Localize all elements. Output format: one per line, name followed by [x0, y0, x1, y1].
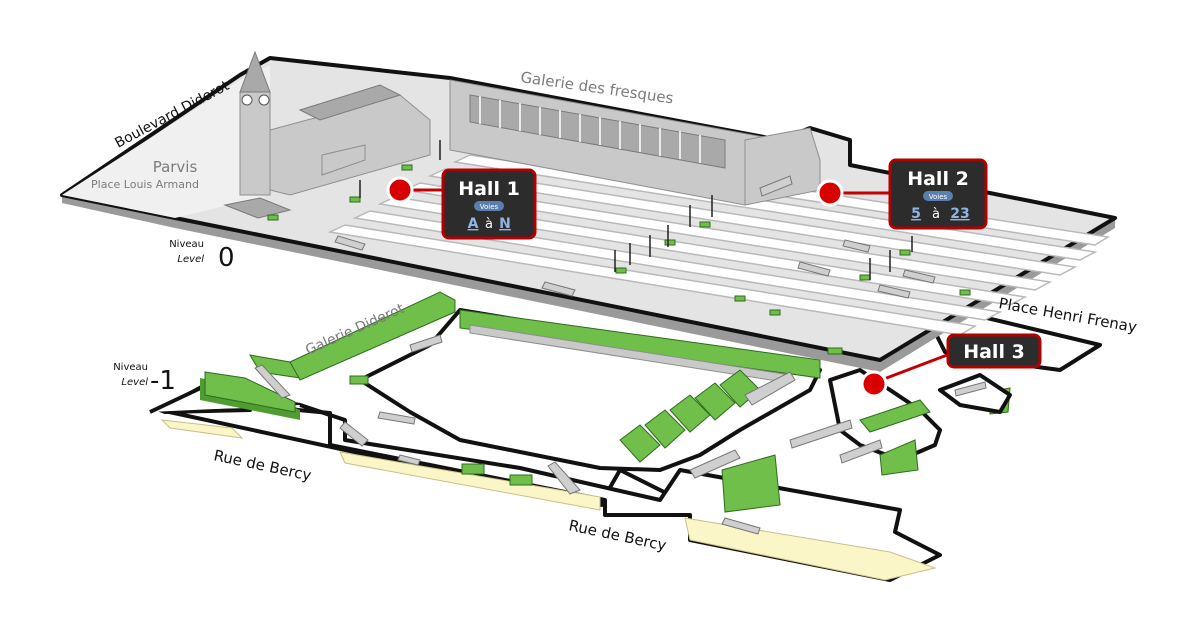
hall-1-marker[interactable]	[386, 176, 414, 204]
hall-1-from: A	[468, 216, 479, 232]
place-louis-armand-label: Place Louis Armand	[91, 178, 199, 191]
level0-level: Level	[177, 254, 204, 265]
hall-2-voies: Voies	[929, 193, 948, 201]
hall-2-callout[interactable]: Hall 2 Voies 5 à 23	[816, 158, 988, 230]
escalators-lower	[254, 334, 987, 535]
green-markers-level0	[267, 164, 971, 355]
cream-corridor-left	[160, 419, 244, 439]
clock-face-icon	[241, 94, 253, 106]
clock-tower	[239, 91, 271, 196]
parvis-label: Parvis	[153, 158, 198, 176]
hall-3-callout[interactable]: Hall 3	[860, 333, 1042, 398]
hall-1-to: N	[499, 216, 511, 232]
hall-2-to: 23	[950, 206, 969, 222]
rue-de-bercy-right-label: Rue de Bercy	[567, 516, 668, 554]
cream-corridor-right	[684, 517, 937, 581]
signal-poles	[359, 140, 913, 280]
levelm1-level: Level	[121, 377, 148, 388]
hall-2-marker[interactable]	[816, 179, 844, 207]
escalators-level0	[334, 175, 936, 299]
hall-2-from: 5	[911, 206, 921, 222]
level0-number: 0	[218, 243, 235, 273]
hall-1-callout[interactable]: Hall 1 Voies A à N	[386, 168, 537, 240]
rue-de-bercy-left-label: Rue de Bercy	[212, 446, 313, 484]
hall-1-sep: à	[485, 217, 493, 232]
level0-niveau: Niveau	[169, 239, 204, 250]
level-0-indicator: Niveau Level 0	[169, 239, 234, 273]
green-band-top	[459, 309, 821, 379]
level-minus1-plan	[149, 291, 1102, 582]
hall-2-sep: à	[932, 207, 940, 222]
hall-3-title: Hall 3	[963, 341, 1025, 363]
hall-1-title: Hall 1	[458, 178, 520, 200]
hall-3-marker[interactable]	[860, 370, 888, 398]
levelm1-number: -1	[150, 366, 176, 396]
level-minus1-indicator: Niveau Level -1	[113, 362, 176, 396]
hall-1-voies: Voies	[480, 203, 499, 211]
level-0-plan	[60, 50, 1117, 372]
hall-2-title: Hall 2	[907, 168, 969, 190]
levelm1-niveau: Niveau	[113, 362, 148, 373]
